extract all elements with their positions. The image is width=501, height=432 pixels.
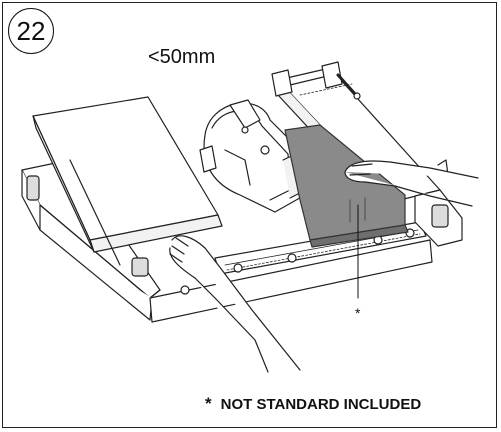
step-number-badge: 22	[8, 8, 54, 54]
workpiece	[284, 124, 409, 248]
side-clamp	[414, 159, 463, 247]
right-hand	[344, 160, 479, 207]
sliding-table	[32, 96, 223, 266]
saw-base	[21, 159, 433, 323]
footnote-text: NOT STANDARD INCLUDED	[220, 396, 422, 413]
left-hand	[169, 235, 301, 373]
footnote-asterisk: *	[205, 394, 212, 413]
callout-asterisk: *	[355, 305, 361, 321]
max-width-label: <50mm	[148, 46, 216, 68]
footnote: * NOT STANDARD INCLUDED	[205, 394, 421, 414]
